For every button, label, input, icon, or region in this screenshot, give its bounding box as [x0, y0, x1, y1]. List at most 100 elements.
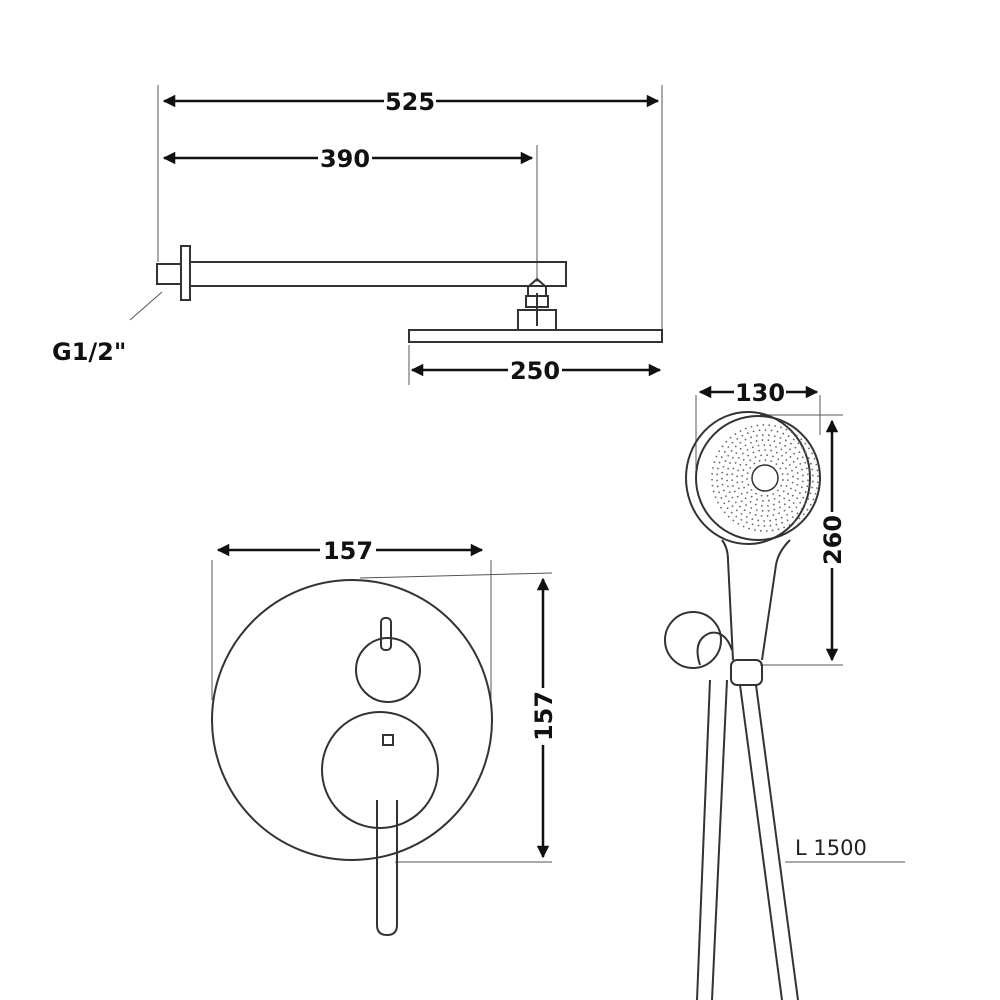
nozzle-dot: [734, 433, 737, 435]
nozzle-dot: [768, 424, 771, 427]
nozzle-dot: [802, 496, 805, 499]
nozzle-dot: [811, 480, 814, 483]
nozzle-dot: [784, 444, 787, 447]
nozzle-dot: [744, 497, 747, 500]
nozzle-dot: [755, 434, 758, 437]
nozzle-dot: [806, 473, 809, 476]
nozzle-dot: [715, 455, 718, 458]
nozzle-dot: [775, 463, 778, 465]
nozzle-dot: [725, 495, 727, 497]
nozzle-dot: [738, 487, 740, 490]
nozzle-dot: [816, 487, 818, 490]
nozzle-dot: [775, 523, 778, 526]
nozzle-dot: [785, 467, 787, 470]
nozzle-dot: [795, 434, 798, 437]
dim-label-130: 130: [735, 379, 785, 407]
nozzle-dot: [809, 503, 812, 506]
nozzle-dot: [800, 486, 803, 489]
nozzle-dot: [770, 449, 773, 452]
dim-label-525: 525: [385, 88, 435, 116]
nozzle-dot: [712, 490, 715, 493]
nozzle-dot: [731, 473, 734, 476]
nozzle-dot: [775, 445, 777, 448]
nozzle-dot: [773, 498, 776, 500]
nozzle-dot: [727, 500, 730, 503]
nozzle-dot: [716, 479, 718, 482]
nozzle-dot: [714, 496, 717, 499]
nozzle-dot: [754, 456, 757, 458]
nozzle-dot: [742, 458, 745, 461]
nozzle-dot: [761, 434, 764, 436]
nozzle-dot: [809, 492, 812, 495]
nozzle-dot: [801, 468, 803, 471]
nozzle-dot: [712, 466, 714, 469]
nozzle-dot: [773, 435, 776, 438]
dim-handshower-width: 130: [698, 379, 819, 407]
nozzle-dot: [763, 444, 766, 446]
nozzle-dot: [791, 469, 793, 472]
nozzle-dot: [775, 451, 778, 454]
nozzle-dot: [737, 457, 740, 459]
nozzle-dot: [750, 436, 752, 439]
nozzle-dot: [722, 489, 725, 492]
nozzle-dot: [757, 519, 760, 522]
nozzle-dot: [781, 462, 784, 465]
nozzle-dot: [720, 506, 722, 509]
nozzle-dot: [785, 459, 788, 461]
nozzle-dot: [777, 528, 780, 531]
nozzle-dot: [755, 503, 757, 506]
nozzle-dot: [786, 514, 788, 516]
nozzle-dot: [804, 451, 807, 454]
nozzle-dot: [759, 529, 762, 532]
nozzle-dot: [748, 527, 751, 530]
nozzle-dot: [746, 449, 749, 451]
nozzle-dot: [814, 492, 817, 495]
nozzle-dot: [772, 503, 775, 506]
nozzle-dot: [761, 510, 764, 512]
nozzle-dot: [754, 513, 757, 516]
nozzle-dot: [746, 432, 749, 435]
nozzle-dot: [804, 461, 807, 464]
nozzle-dot: [760, 494, 763, 497]
nozzle-dot: [736, 475, 738, 478]
nozzle-dot: [816, 481, 819, 484]
nozzle-dot: [746, 491, 749, 494]
nozzle-dot: [779, 442, 781, 444]
nozzle-dot: [734, 462, 737, 464]
nozzle-dot: [788, 464, 791, 466]
nozzle-dot: [752, 430, 755, 433]
nozzle-dot: [749, 501, 752, 503]
nozzle-dot: [813, 457, 816, 460]
nozzle-dot: [804, 491, 807, 493]
nozzle-dot: [727, 446, 730, 448]
nozzle-dot: [774, 425, 777, 427]
nozzle-dot: [781, 521, 784, 524]
nozzle-dot: [807, 479, 809, 482]
dim-valve-width: 157: [216, 537, 484, 565]
nozzle-dot: [756, 498, 758, 501]
nozzle-dot: [770, 460, 773, 463]
nozzle-dot: [780, 516, 783, 519]
nozzle-dot: [763, 525, 766, 527]
nozzle-dot: [737, 469, 739, 472]
hand-shower-drawing: [664, 395, 905, 1000]
nozzle-dot: [740, 518, 743, 521]
nozzle-dot: [780, 484, 783, 487]
dim-valve-height: 157: [530, 577, 558, 859]
nozzle-dot: [735, 509, 738, 512]
nozzle-dot: [796, 497, 799, 500]
nozzle-dot: [723, 450, 726, 453]
nozzle-dot: [718, 461, 721, 464]
nozzle-dot: [807, 457, 810, 459]
nozzle-dot: [753, 529, 756, 531]
nozzle-dot: [811, 486, 813, 489]
nozzle-dot: [806, 485, 809, 488]
nozzle-dot: [724, 460, 727, 463]
nozzle-dot: [721, 483, 724, 486]
nozzle-dot: [755, 440, 758, 442]
nozzle-dot: [735, 452, 738, 454]
nozzle-dot: [711, 478, 713, 481]
nozzle-dot: [745, 521, 748, 524]
nozzle-dot: [764, 459, 767, 461]
nozzle-dot: [769, 524, 772, 527]
